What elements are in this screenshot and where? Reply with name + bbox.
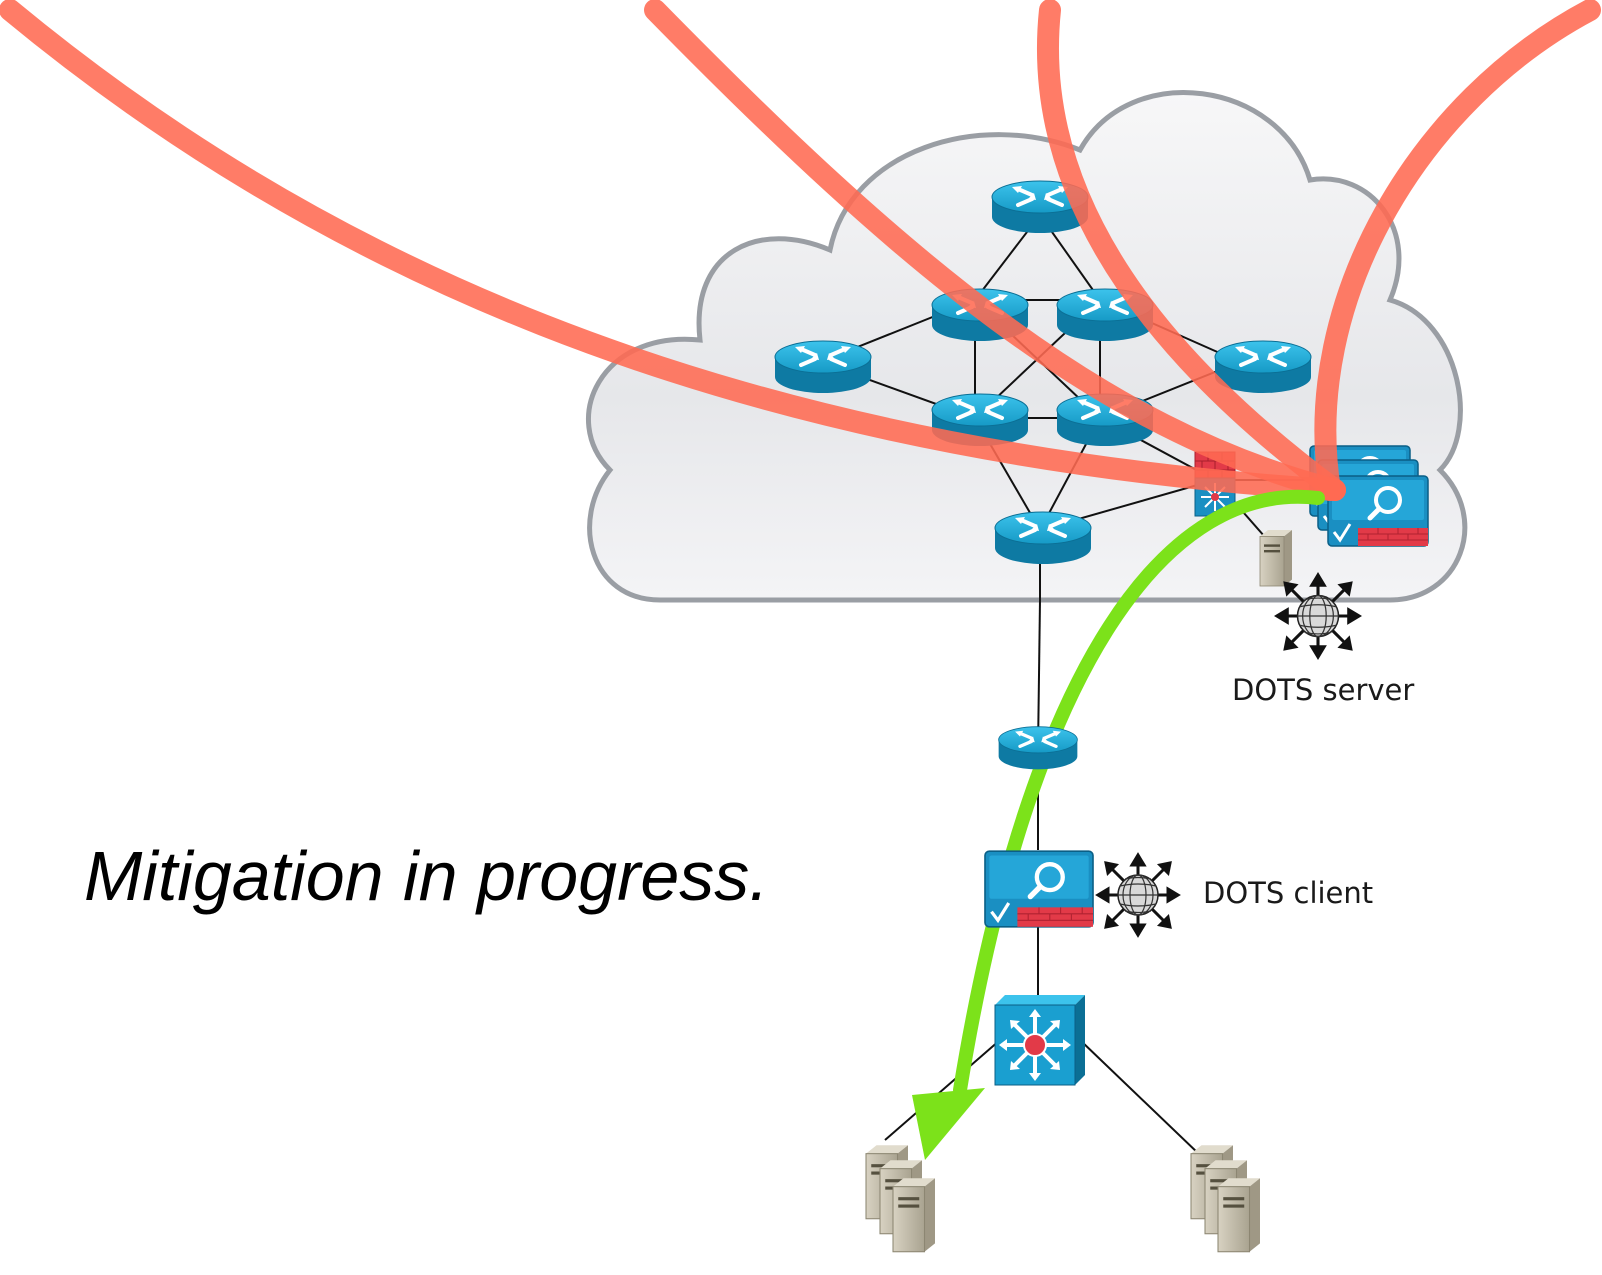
dots-client-appliance-icon xyxy=(985,851,1093,927)
router-icon xyxy=(1213,339,1313,395)
clean-flow-arrowhead xyxy=(912,1088,985,1160)
server-icon xyxy=(1259,529,1293,587)
server-stack-icon xyxy=(1190,1144,1261,1253)
mitigation-caption: Mitigation in progress. xyxy=(84,837,769,915)
router-icon xyxy=(993,510,1093,566)
attack-traffic xyxy=(0,0,1601,501)
dots-client-label: DOTS client xyxy=(1203,876,1374,910)
dots-server-globe-icon xyxy=(1275,573,1361,659)
dots-client-globe-icon xyxy=(1096,853,1180,937)
server-stack-icon xyxy=(865,1144,936,1253)
attack-flow-3 xyxy=(1037,0,1346,501)
dots-server-label: DOTS server xyxy=(1232,673,1415,707)
attack-flow-1 xyxy=(0,0,1346,501)
layer3-switch-icon xyxy=(993,993,1087,1087)
router-icon xyxy=(773,339,873,395)
attack-flow-2 xyxy=(644,0,1346,501)
customer-router-icon xyxy=(996,725,1080,771)
attack-flow-4 xyxy=(1314,0,1601,501)
